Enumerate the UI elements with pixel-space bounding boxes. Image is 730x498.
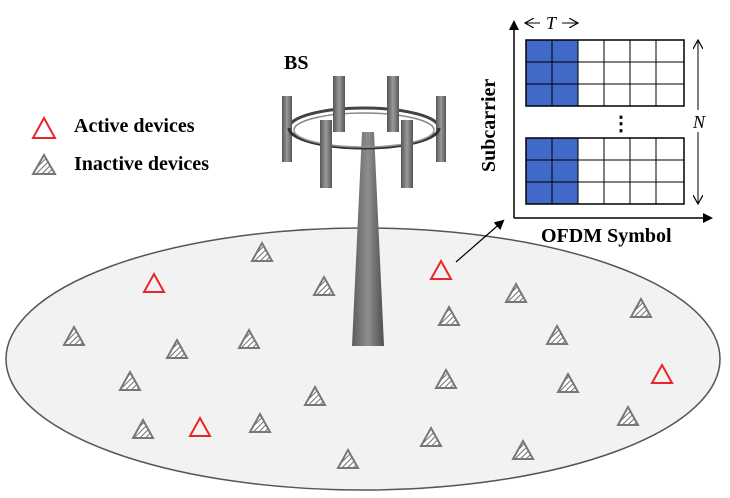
grid-block-bottom xyxy=(525,137,685,205)
inactive-device-marker xyxy=(303,384,327,406)
grid-y-axis-label: Subcarrier xyxy=(478,78,500,172)
grid-block-top xyxy=(525,39,685,107)
inactive-device-marker xyxy=(237,327,261,349)
base-station-tower xyxy=(282,76,446,346)
inactive-device-marker xyxy=(336,447,360,469)
inactive-device-marker xyxy=(545,323,569,345)
inactive-device-marker xyxy=(511,438,535,460)
inactive-device-marker xyxy=(118,369,142,391)
inactive-device-marker xyxy=(419,425,443,447)
base-station-label: BS xyxy=(284,52,309,74)
grid-ellipsis: ⋮ xyxy=(611,111,631,135)
inactive-device-marker xyxy=(616,404,640,426)
inactive-device-marker xyxy=(434,367,458,389)
legend-active-label: Active devices xyxy=(74,115,195,137)
legend-active-marker xyxy=(31,115,57,139)
inactive-device-marker xyxy=(165,337,189,359)
n-span-label: N xyxy=(692,112,706,132)
inactive-device-marker xyxy=(629,296,653,318)
active-device-marker xyxy=(429,258,453,280)
inactive-device-marker xyxy=(131,417,155,439)
device-markers xyxy=(62,240,674,469)
inactive-device-marker xyxy=(556,371,580,393)
active-device-marker xyxy=(650,362,674,384)
t-span-label: T xyxy=(546,13,558,33)
grid-x-axis-label: OFDM Symbol xyxy=(541,225,672,247)
inactive-device-marker xyxy=(62,324,86,346)
inactive-device-marker xyxy=(312,274,336,296)
legend-markers xyxy=(31,115,57,175)
active-device-marker xyxy=(188,415,212,437)
inactive-device-marker xyxy=(248,411,272,433)
resource-grid: T N ⋮ xyxy=(509,13,713,223)
inactive-device-marker xyxy=(504,281,528,303)
device-to-grid-arrow xyxy=(455,219,505,263)
inactive-device-marker xyxy=(437,304,461,326)
active-device-marker xyxy=(142,271,166,293)
legend-inactive-marker xyxy=(31,153,57,175)
inactive-device-marker xyxy=(250,240,274,262)
legend-inactive-label: Inactive devices xyxy=(74,153,209,175)
